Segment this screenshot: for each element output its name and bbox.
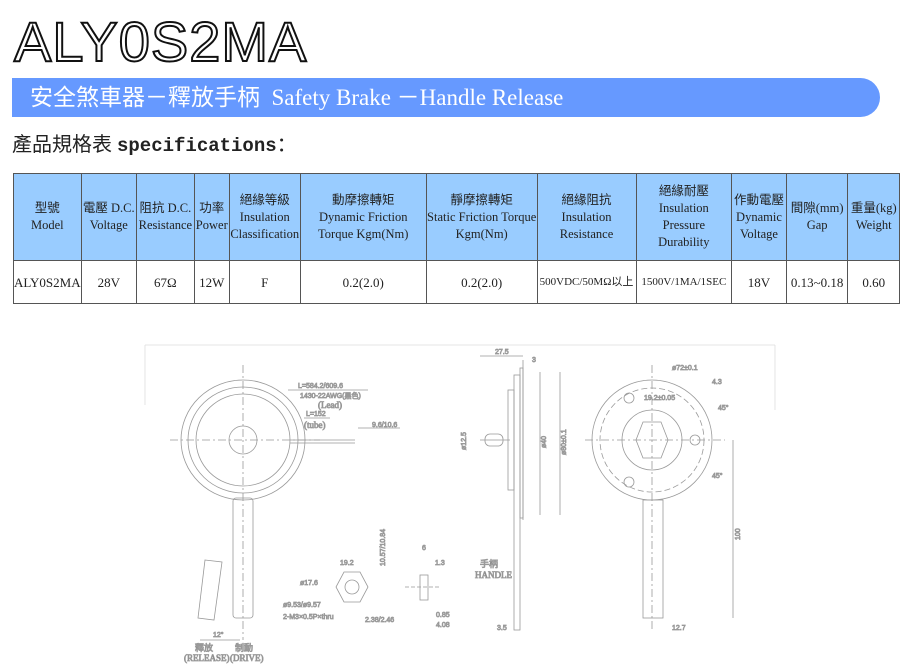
- table-cell: ALY0S2MA: [13, 260, 82, 304]
- thread-spec: 2-M3×0.5P×thru: [283, 614, 334, 621]
- angle-2: 45°: [712, 472, 723, 480]
- header-zh: 間隙(mm): [790, 201, 844, 215]
- tube-label: (tube): [304, 420, 326, 430]
- hex-nut-detail: [335, 571, 440, 603]
- column-header: 重量(kg) Weight: [847, 173, 900, 261]
- handle-zh: 手柄: [480, 558, 498, 569]
- column-header: 型號 Model: [13, 173, 82, 261]
- d25: ø12.5: [461, 432, 468, 450]
- column-header: 作動電壓 Dynamic Voltage: [731, 173, 787, 261]
- header-zh: 絕緣等級: [239, 192, 290, 207]
- tube-length: L=152: [306, 411, 326, 418]
- header-en: Static Friction Torque Kgm(Nm): [427, 209, 537, 241]
- header-zh: 作動電壓: [733, 192, 784, 207]
- thickness: 6: [422, 545, 426, 552]
- bore-dia: ø9.53/ø9.57: [283, 602, 321, 609]
- header-en: Gap: [806, 218, 828, 232]
- depth: 27.5: [495, 349, 509, 356]
- header-zh: 重量(kg): [850, 201, 897, 215]
- table-cell: 18V: [731, 260, 787, 304]
- front-view-left: [170, 365, 400, 641]
- hex-height: 10.57/10.84: [380, 529, 387, 566]
- hex-dia: ø17.6: [300, 580, 318, 587]
- angle-1: 45°: [718, 404, 729, 412]
- drive-en: (DRIVE): [230, 653, 264, 663]
- width-127: 12.7: [672, 625, 686, 632]
- table-cell: 500VDC/50MΩ以上: [536, 260, 637, 304]
- header-zh: 電壓 D.C.: [82, 201, 135, 215]
- handle-en: HANDLE: [475, 570, 512, 580]
- t13: 1.3: [435, 560, 445, 567]
- header-zh: 動摩擦轉矩: [331, 192, 395, 207]
- lead-label: (Lead): [318, 400, 342, 410]
- slot-width: 2.38/2.46: [365, 617, 394, 624]
- column-header: 間隙(mm) Gap: [785, 173, 849, 261]
- lead-spec: 1430-22AWG(黑色): [300, 391, 361, 400]
- side-view: [480, 355, 561, 631]
- table-cell: 1500V/1MA/1SEC: [635, 260, 733, 304]
- header-zh: 阻抗 D.C.: [139, 201, 192, 215]
- table-cell: 0.60: [847, 260, 900, 304]
- header-en: Dynamic Friction Torque Kgm(Nm): [318, 209, 409, 241]
- header-en: Voltage: [89, 218, 128, 232]
- header-en: Resistance: [138, 218, 193, 232]
- header-en: Weight: [855, 218, 892, 232]
- front-view-right: [585, 365, 734, 630]
- column-header: 功率 Power: [193, 173, 230, 261]
- t408: 4.08: [436, 622, 450, 629]
- header-en: Insulation Resistance: [559, 209, 614, 241]
- lead-length: L=584.2/609.6: [298, 383, 343, 390]
- length-100: 100: [735, 528, 742, 540]
- angle-label: 12°: [213, 631, 224, 639]
- d35: 3.5: [497, 625, 507, 632]
- header-zh: 絕緣耐壓: [658, 184, 709, 198]
- spec-label-zh: 產品規格表: [12, 134, 112, 156]
- product-title: ALY0S2MA: [13, 10, 308, 73]
- column-header: 阻抗 D.C. Resistance: [135, 173, 195, 261]
- column-header: 電壓 D.C. Voltage: [80, 173, 137, 261]
- table-cell: 0.13~0.18: [785, 260, 849, 304]
- title-banner: 安全煞車器－釋放手柄 Safety Brake －Handle Release: [12, 78, 880, 117]
- header-zh: 絕緣阻抗: [561, 192, 612, 207]
- column-header: 動摩擦轉矩 Dynamic Friction Torque Kgm(Nm): [299, 173, 427, 261]
- drive-zh: 制動: [235, 642, 253, 653]
- header-zh: 功率: [199, 201, 225, 215]
- header-en: Model: [30, 218, 64, 232]
- header-zh: 型號: [34, 201, 60, 215]
- spec-colon: ：: [276, 134, 297, 156]
- strip-length: 9.6/10.6: [372, 422, 397, 429]
- header-en: Power: [195, 218, 228, 232]
- hex-across: 19.2: [340, 560, 354, 567]
- header-en: Dynamic Voltage: [736, 209, 782, 241]
- header-en: Insulation Classification: [230, 209, 300, 241]
- spec-heading: 產品規格表 specifications：: [12, 128, 297, 157]
- header-en: Insulation Pressure Durability: [658, 201, 710, 249]
- pitch: 19.2±0.05: [644, 395, 675, 402]
- header-zh: 靜摩擦轉矩: [450, 192, 513, 207]
- spec-label-en: specifications: [117, 135, 277, 157]
- hole: 4.3: [712, 379, 722, 386]
- release-en: (RELEASE): [184, 653, 230, 663]
- table-cell: 0.2(2.0): [425, 260, 538, 304]
- t085: 0.85: [436, 612, 450, 619]
- table-cell: 67Ω: [135, 260, 195, 304]
- d40: ø40: [541, 436, 548, 448]
- column-header: 靜摩擦轉矩 Static Friction Torque Kgm(Nm): [425, 173, 538, 261]
- column-header: 絕緣耐壓 Insulation Pressure Durability: [635, 173, 733, 261]
- d3: 3: [532, 357, 536, 364]
- d80: ø80±0.1: [561, 429, 568, 455]
- pcd: ø72±0.1: [672, 365, 698, 372]
- column-header: 絕緣阻抗 Insulation Resistance: [536, 173, 637, 261]
- table-cell: 0.2(2.0): [299, 260, 427, 304]
- release-zh: 釋放: [195, 642, 213, 653]
- column-header: 絕緣等級 Insulation Classification: [228, 173, 301, 261]
- table-cell: 28V: [80, 260, 137, 304]
